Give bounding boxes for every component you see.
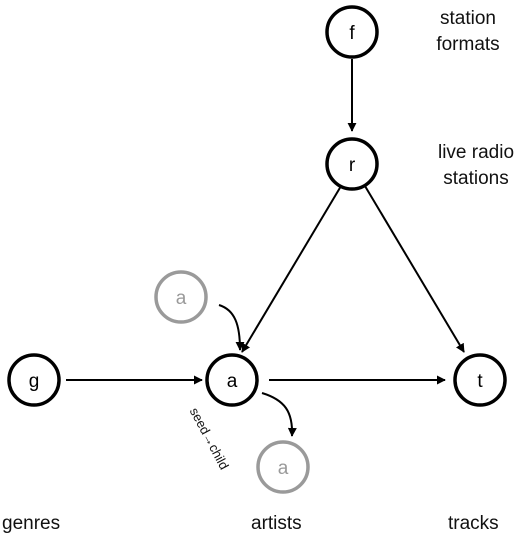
node-t: t: [453, 353, 507, 407]
node-t-label: t: [477, 371, 483, 392]
edge-r-to-a: [241, 175, 348, 353]
edge-r-to-t: [358, 175, 465, 353]
node-a: a: [205, 353, 259, 407]
label-live-radio-stations: live radio stations: [426, 140, 526, 192]
label-station-formats-line1: station: [440, 8, 496, 29]
label-artists: artists: [251, 513, 302, 534]
node-a-parent-label: a: [176, 288, 187, 309]
node-r-label: r: [349, 155, 356, 176]
node-a-label: a: [227, 371, 238, 392]
label-genres: genres: [2, 513, 61, 534]
node-r: r: [325, 137, 379, 191]
edge-a-parent-to-a: [218, 304, 245, 351]
label-station-formats: station formats: [418, 6, 518, 58]
node-f: f: [325, 5, 379, 59]
node-g: g: [7, 353, 61, 407]
node-f-label: f: [349, 23, 355, 44]
node-a-child: a: [256, 440, 310, 494]
node-a-child-label: a: [278, 458, 289, 479]
label-live-radio-line1: live radio: [437, 142, 515, 163]
label-station-formats-line2: formats: [436, 34, 500, 55]
label-tracks: tracks: [448, 513, 499, 534]
edge-a-to-a-child: [261, 392, 297, 437]
label-live-radio-line2: stations: [443, 168, 509, 189]
node-a-parent: a: [154, 270, 208, 324]
node-g-label: g: [29, 371, 40, 392]
